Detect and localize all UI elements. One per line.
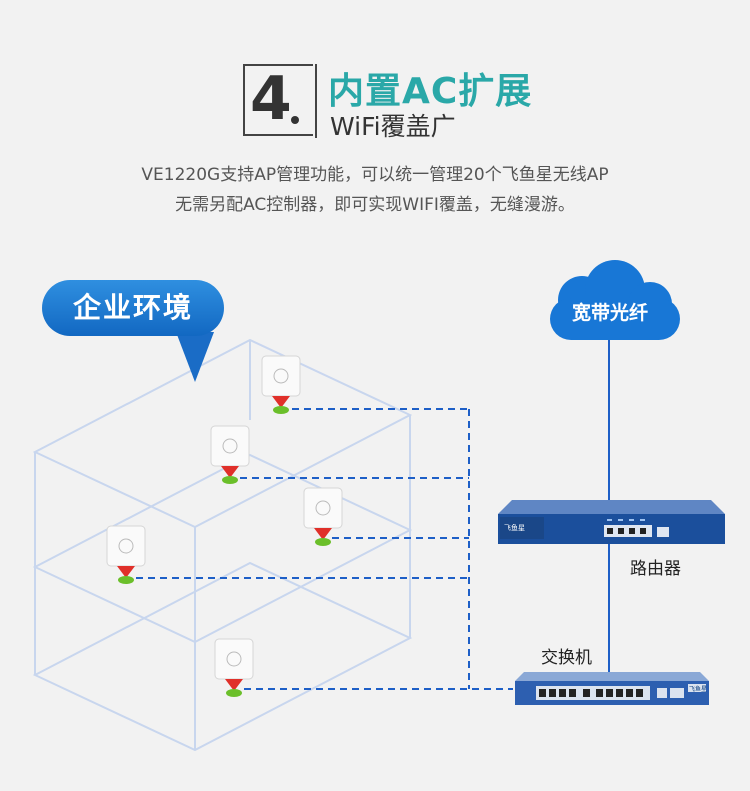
- router-device: [498, 500, 725, 544]
- router-label: 路由器: [630, 559, 681, 579]
- bubble-tail: [176, 332, 214, 382]
- description-line-2: 无需另配AC控制器，即可实现WIFI覆盖，无缝漫游。: [175, 195, 575, 215]
- section-number: 4: [250, 64, 292, 134]
- number-frame: [243, 64, 313, 136]
- section-title: 内置AC扩展: [328, 71, 533, 112]
- switch-brand: 飞鱼星: [689, 686, 708, 693]
- heading-divider: [315, 64, 317, 138]
- ap-device-5: [214, 638, 254, 697]
- ap-device-1: [261, 355, 301, 414]
- router-brand: 飞鱼星: [504, 524, 525, 532]
- ap-links: [136, 408, 513, 690]
- number-dot: [291, 116, 299, 124]
- section-subtitle: WiFi覆盖广: [330, 112, 456, 141]
- switch-device: [515, 672, 709, 705]
- ap-device-4: [106, 525, 146, 584]
- cloud-icon: [550, 260, 680, 340]
- building-wireframe: [32, 338, 413, 752]
- environment-bubble: 企业环境: [42, 280, 224, 336]
- ap-device-3: [303, 487, 343, 546]
- switch-label: 交换机: [541, 648, 592, 668]
- description-line-1: VE1220G支持AP管理功能，可以统一管理20个飞鱼星无线AP: [141, 165, 609, 185]
- cloud-label: 宽带光纤: [571, 302, 648, 324]
- ap-device-2: [210, 425, 250, 484]
